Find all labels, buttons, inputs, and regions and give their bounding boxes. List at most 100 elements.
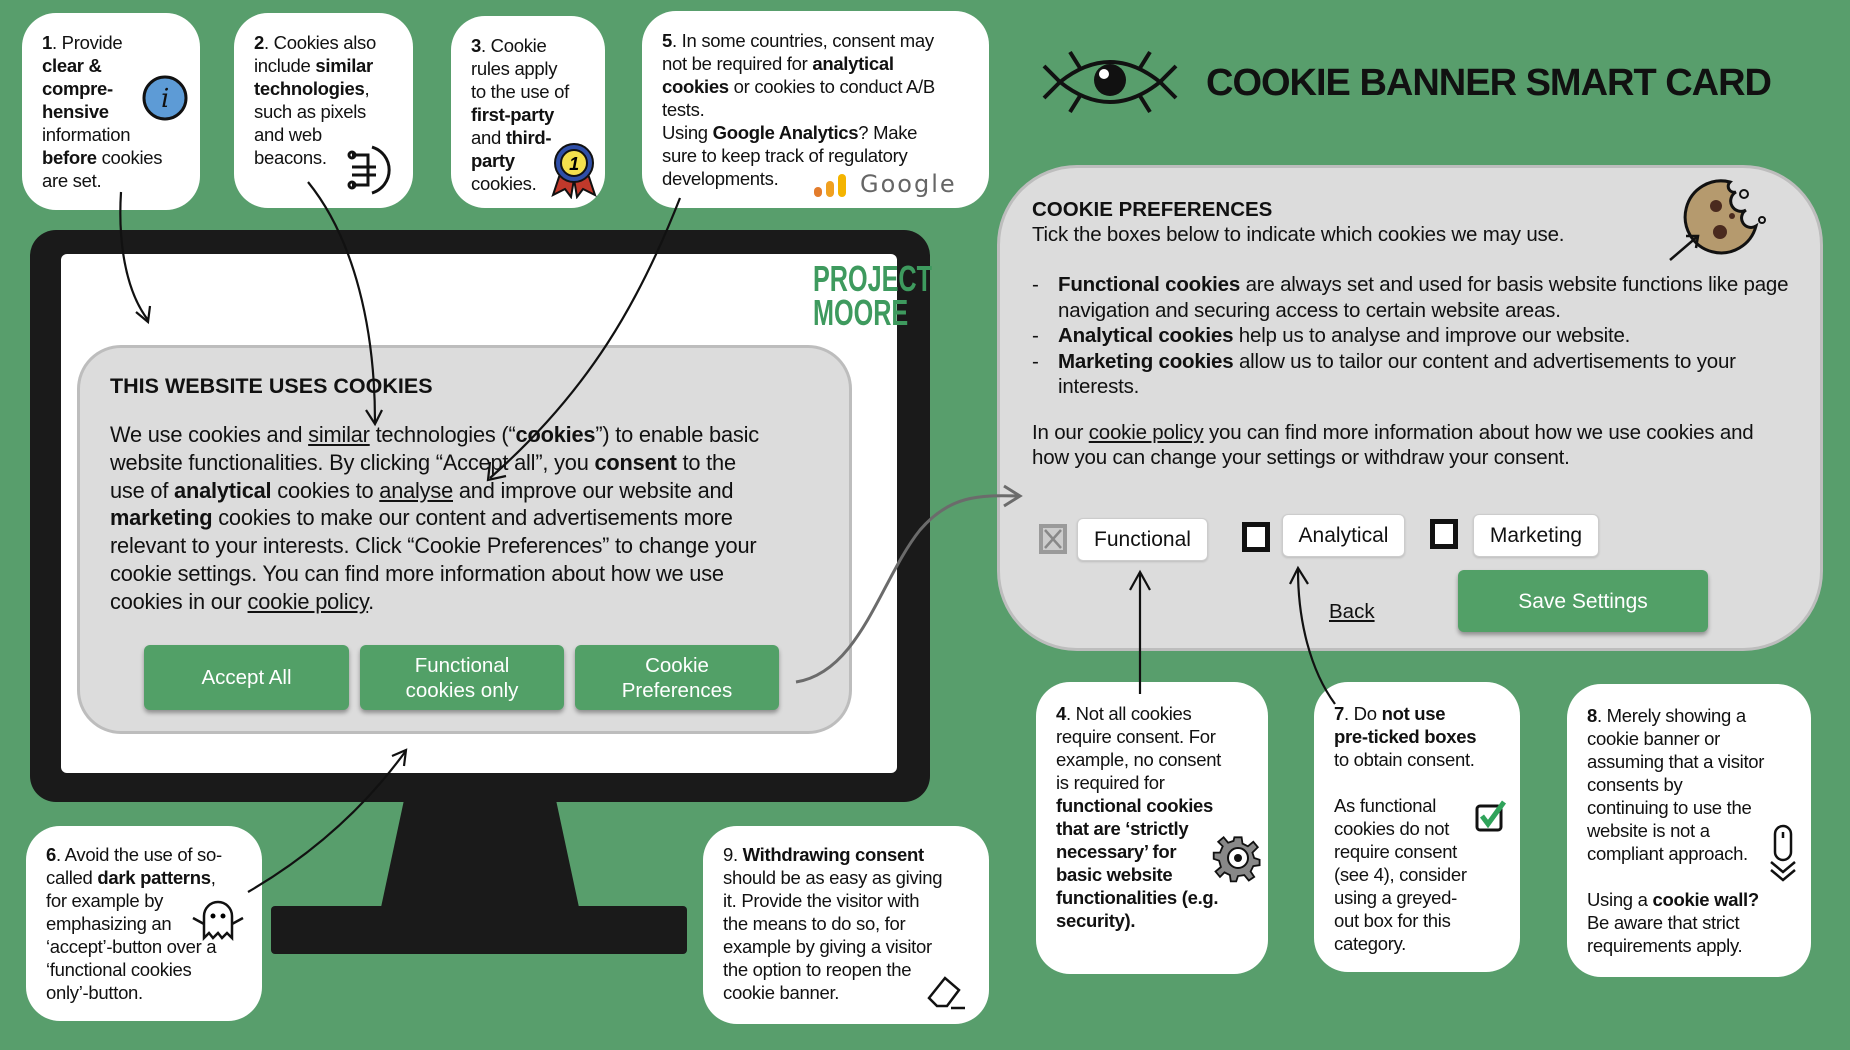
tip-card-6: 6. Avoid the use of so- called dark patt… xyxy=(26,826,262,1021)
bold-text: similar technologies xyxy=(254,55,373,99)
text-segment: , for example by emphasizing an ‘accept’… xyxy=(46,867,217,1003)
bold-text: third- party xyxy=(471,127,552,171)
analytics-bars-icon xyxy=(814,174,846,197)
save-settings-button[interactable]: Save Settings xyxy=(1458,570,1708,632)
text-segment: , such as pixels and web beacons. xyxy=(254,78,370,168)
tip-card-5: 5. In some countries, consent may not be… xyxy=(642,11,989,208)
bold-text: Withdrawing consent xyxy=(742,844,925,865)
google-logo-text: Google xyxy=(860,170,957,198)
text-segment: cookies to make our content and advertis… xyxy=(110,505,757,614)
svg-text:1: 1 xyxy=(569,154,579,174)
tip-card-1: 1. Provide clear & compre- hensive infor… xyxy=(22,13,200,210)
inline-link[interactable]: similar xyxy=(308,422,370,447)
preferences-policy-text: In our cookie policy you can find more i… xyxy=(1032,420,1792,470)
checked-checkbox-icon xyxy=(1475,800,1507,832)
text-segment: allow us to tailor our content and adver… xyxy=(1058,349,1736,399)
text-segment: ? Make sure to keep track of regulatory … xyxy=(662,122,918,189)
text-segment: Be aware that strict requirements apply. xyxy=(1587,912,1743,956)
bold-text: cookie wall? xyxy=(1652,889,1759,910)
text-segment: or cookies to conduct A/B tests. Using xyxy=(662,76,935,143)
inline-link[interactable]: cookie policy xyxy=(1088,420,1204,444)
banner-title: THIS WEBSITE USES COOKIES xyxy=(110,374,433,398)
text-segment: . Cookies also include xyxy=(254,32,376,76)
pref-item-functional: Functional cookies are always set and us… xyxy=(1032,272,1792,323)
text-segment: information xyxy=(42,124,131,145)
text-segment: you can find more information about how … xyxy=(1032,420,1754,469)
back-link[interactable]: Back xyxy=(1329,600,1375,623)
monitor-stand xyxy=(380,800,580,912)
tip-card-8: 8. Merely showing a cookie banner or ass… xyxy=(1567,684,1811,977)
text-segment: . In some countries, consent may not be … xyxy=(662,30,934,74)
info-icon: i xyxy=(142,75,188,121)
bold-text: analytical xyxy=(174,477,272,503)
pref-item-analytical: Analytical cookies help us to analyse an… xyxy=(1032,323,1792,349)
eye-circuit-icon xyxy=(1042,50,1178,114)
text-segment: cookies. xyxy=(471,173,537,194)
text-segment: . Avoid the use of so- called xyxy=(46,844,222,888)
gear-icon xyxy=(1212,836,1261,883)
analytical-label: Analytical xyxy=(1282,514,1405,557)
bold-text: before xyxy=(42,147,97,168)
ghost-icon xyxy=(192,900,244,942)
bold-text: clear & compre- hensive xyxy=(42,55,113,122)
text-segment: help us to analyse and improve our websi… xyxy=(1233,324,1631,347)
svg-text:i: i xyxy=(161,84,169,114)
tip-card-4: 4. Not all cookies require consent. For … xyxy=(1036,682,1268,974)
bold-text: Google Analytics xyxy=(712,122,859,143)
bold-text: 8 xyxy=(1587,705,1597,726)
eraser-icon xyxy=(927,976,965,1010)
text-segment: . Merely showing a cookie banner or assu… xyxy=(1587,705,1765,910)
scroll-mouse-icon xyxy=(1770,824,1796,882)
text-segment: cookies are set. xyxy=(42,147,163,191)
inline-link[interactable]: analyse xyxy=(379,477,453,503)
bold-text: 4 xyxy=(1056,703,1066,724)
text-segment: . Not all cookies require consent. For e… xyxy=(1056,703,1222,793)
text-segment: and xyxy=(471,127,501,148)
functional-only-button[interactable]: Functional cookies only xyxy=(360,645,564,710)
bold-text: functional cookies that are ‘strictly ne… xyxy=(1056,795,1219,931)
bold-text: 6 xyxy=(46,844,56,865)
bold-text: 5 xyxy=(662,30,672,51)
text-segment: In our xyxy=(1032,420,1089,444)
text-segment: 9. xyxy=(723,844,743,865)
page-title: COOKIE BANNER SMART CARD xyxy=(1206,62,1772,104)
text-segment: technologies (“ xyxy=(369,422,516,447)
bold-text: 1 xyxy=(42,32,52,53)
bold-text: 7 xyxy=(1334,703,1344,724)
text-segment: . xyxy=(368,588,374,614)
bold-text: not use pre-ticked boxes xyxy=(1334,703,1477,747)
bold-text: dark patterns xyxy=(97,867,211,888)
text-segment: . Cookie rules apply to the use of xyxy=(471,35,569,102)
functional-label: Functional xyxy=(1077,518,1208,561)
tip-card-7: 7. Do not use pre-ticked boxes to obtain… xyxy=(1314,682,1520,972)
bold-text: 3 xyxy=(471,35,481,56)
bold-text: marketing xyxy=(110,505,213,531)
text-segment: and improve our website and xyxy=(458,477,734,503)
bold-text: cookies xyxy=(515,422,596,447)
monitor-base xyxy=(271,906,687,954)
bold-text: analytical cookies xyxy=(662,53,894,97)
text-segment: cookies to xyxy=(271,477,380,503)
bold-text: Analytical cookies xyxy=(1058,324,1234,347)
accept-all-button[interactable]: Accept All xyxy=(144,645,349,710)
functional-checkbox[interactable] xyxy=(1039,524,1067,554)
gear-circuit-icon xyxy=(347,145,391,195)
bold-text: 2 xyxy=(254,32,264,53)
marketing-checkbox[interactable] xyxy=(1430,519,1458,549)
bold-text: Functional cookies xyxy=(1058,273,1241,296)
text-segment: to obtain consent. As functional cookies… xyxy=(1334,749,1475,954)
text-segment: We use cookies and xyxy=(110,422,309,447)
cookie-icon xyxy=(1669,179,1766,261)
analytical-checkbox[interactable] xyxy=(1242,522,1270,552)
preferences-subtitle: Tick the boxes below to indicate which c… xyxy=(1032,223,1565,246)
bold-text: Marketing cookies xyxy=(1058,349,1234,373)
preferences-title: COOKIE PREFERENCES xyxy=(1032,198,1273,221)
text-segment: are always set and used for basis websit… xyxy=(1058,273,1789,322)
bold-text: consent xyxy=(594,449,677,475)
text-segment: . Provide xyxy=(52,32,123,53)
banner-text: We use cookies and similar technologies … xyxy=(110,421,819,616)
tip-card-9: 9. Withdrawing consent should be as easy… xyxy=(703,826,989,1024)
inline-link[interactable]: cookie policy xyxy=(247,588,369,614)
cookie-preferences-button[interactable]: Cookie Preferences xyxy=(575,645,779,710)
